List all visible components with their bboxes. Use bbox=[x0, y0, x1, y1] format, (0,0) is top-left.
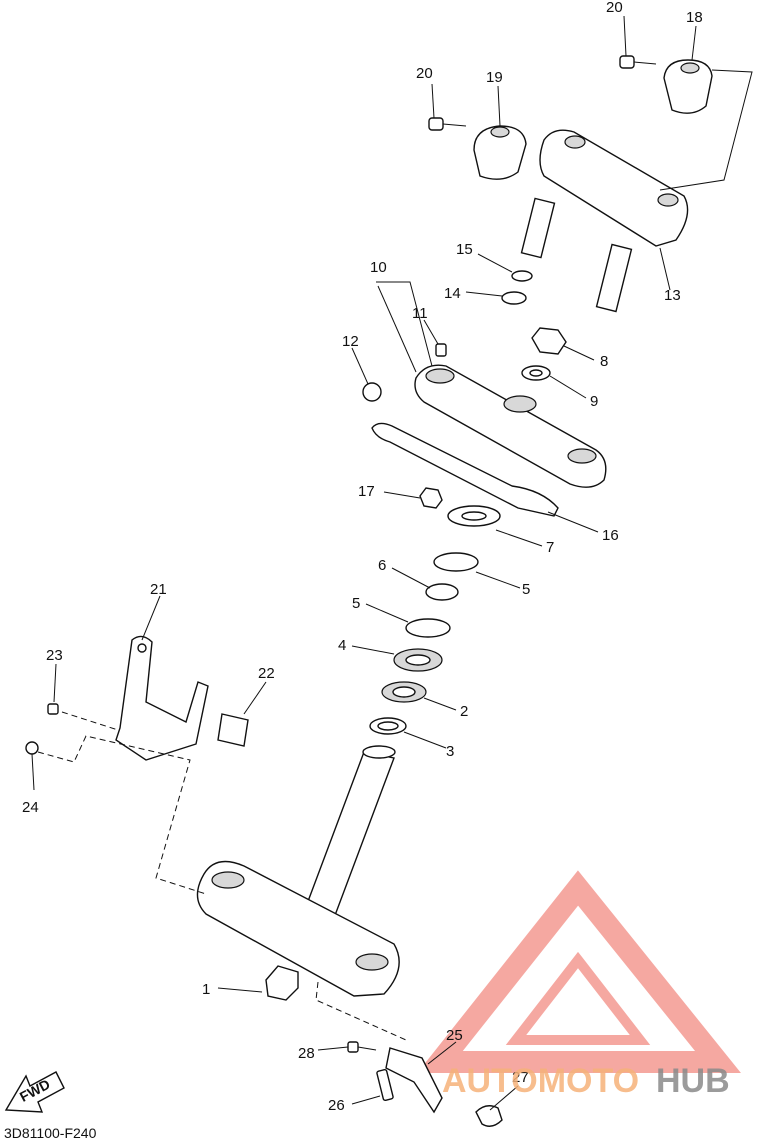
callout-4: 4 bbox=[338, 637, 346, 654]
washer-15 bbox=[511, 270, 533, 282]
callout-7: 7 bbox=[546, 539, 554, 556]
steering-stem bbox=[196, 745, 400, 1001]
cap-nut-8 bbox=[531, 327, 567, 355]
bearing-4 bbox=[393, 648, 443, 672]
callout-15: 15 bbox=[456, 241, 473, 258]
callout-2: 2 bbox=[460, 703, 468, 720]
callouts: 20 18 20 19 15 13 14 10 11 12 8 9 17 16 … bbox=[22, 0, 703, 1114]
callout-11: 11 bbox=[412, 305, 428, 322]
washer-9 bbox=[521, 365, 551, 381]
callout-24: 24 bbox=[22, 799, 39, 816]
cable-holder-25 bbox=[385, 1047, 443, 1114]
callout-27: 27 bbox=[512, 1069, 529, 1086]
bolt-20b bbox=[428, 117, 467, 131]
callout-19: 19 bbox=[486, 69, 503, 86]
callout-23: 23 bbox=[46, 647, 63, 664]
upper-handlebar-holder bbox=[473, 59, 713, 180]
callout-5a: 5 bbox=[522, 581, 530, 598]
fwd-arrow-icon: FWD bbox=[4, 1071, 65, 1113]
callout-14: 14 bbox=[444, 285, 461, 302]
bolt-26 bbox=[376, 1068, 394, 1102]
watermark-part1: AUTOMOTO bbox=[442, 1062, 639, 1100]
bolt-28 bbox=[347, 1041, 377, 1053]
washer-6 bbox=[425, 583, 459, 601]
watermark-text: AUTOMOTO HUB bbox=[442, 1062, 730, 1100]
ring-nut-5-lower bbox=[405, 618, 451, 638]
callout-3: 3 bbox=[446, 743, 454, 760]
callout-13: 13 bbox=[664, 287, 681, 304]
bolt-20a bbox=[619, 55, 657, 69]
callout-1: 1 bbox=[202, 981, 210, 998]
callout-8: 8 bbox=[600, 353, 608, 370]
lower-handlebar-holder bbox=[520, 129, 689, 313]
bearing-2 bbox=[381, 681, 427, 703]
callout-21: 21 bbox=[150, 581, 167, 598]
callout-16: 16 bbox=[602, 527, 619, 544]
nut-17 bbox=[419, 487, 443, 509]
callout-12: 12 bbox=[342, 333, 359, 350]
callout-5b: 5 bbox=[352, 595, 360, 612]
bolt-11 bbox=[435, 343, 447, 357]
clamp-27 bbox=[475, 1105, 503, 1127]
washer-7 bbox=[447, 505, 501, 527]
watermark-logo bbox=[417, 870, 741, 1073]
rubber-22 bbox=[217, 713, 249, 747]
seal-3 bbox=[369, 717, 407, 735]
nut-24 bbox=[25, 741, 39, 755]
callout-18: 18 bbox=[686, 9, 703, 26]
headlight-bracket bbox=[115, 635, 209, 761]
ball-12 bbox=[362, 382, 382, 402]
callout-9: 9 bbox=[590, 393, 598, 410]
drawing-code: 3D81100-F240 bbox=[4, 1125, 97, 1141]
callout-25: 25 bbox=[446, 1027, 463, 1044]
callout-26: 26 bbox=[328, 1097, 345, 1114]
callout-17: 17 bbox=[358, 483, 375, 500]
bolt-23 bbox=[47, 703, 59, 715]
callout-20b: 20 bbox=[416, 65, 433, 82]
upper-bracket bbox=[414, 364, 607, 488]
cable-guide bbox=[371, 422, 559, 517]
callout-28: 28 bbox=[298, 1045, 315, 1062]
callout-20a: 20 bbox=[606, 0, 623, 16]
washer-14 bbox=[501, 291, 527, 305]
leader-lines bbox=[31, 15, 697, 1111]
ring-nut-5-upper bbox=[433, 552, 479, 572]
callout-10: 10 bbox=[370, 259, 387, 276]
callout-22: 22 bbox=[258, 665, 275, 682]
watermark-part2: HUB bbox=[656, 1062, 730, 1100]
callout-6: 6 bbox=[378, 557, 386, 574]
